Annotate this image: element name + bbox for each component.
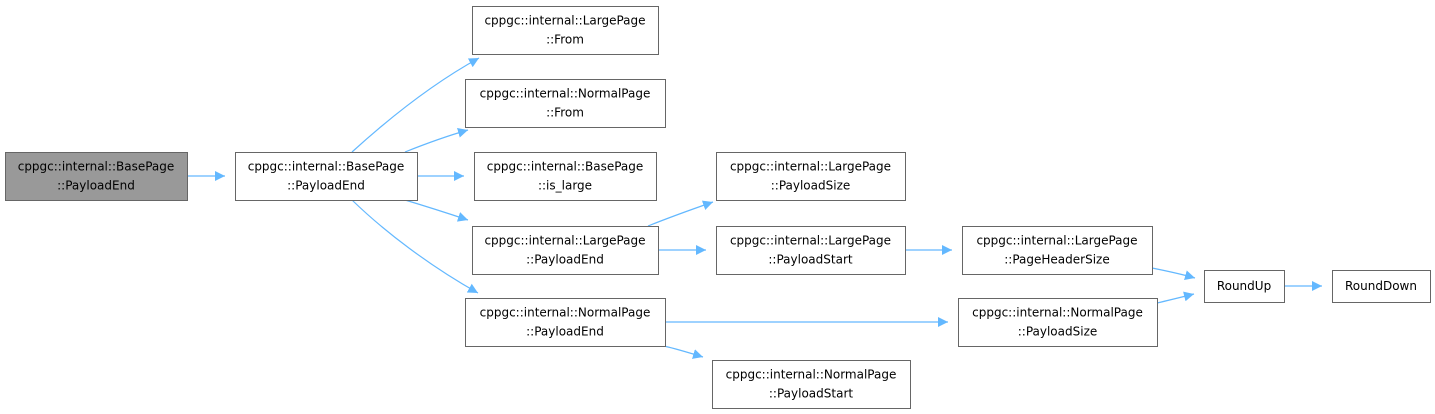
node-box	[1332, 270, 1431, 303]
node-large-pageheadersize[interactable]: cppgc::internal::LargePage::PageHeaderSi…	[962, 226, 1153, 275]
node-normal-payloadstart[interactable]: cppgc::internal::NormalPage::PayloadStar…	[712, 360, 911, 409]
node-label-line: cppgc::internal::BasePage	[18, 160, 175, 174]
node-box	[474, 152, 657, 201]
node-box	[962, 226, 1153, 275]
node-label-line: ::PayloadEnd	[57, 179, 135, 193]
node-label-line: cppgc::internal::LargePage	[484, 234, 645, 248]
node-normal-payloadend[interactable]: cppgc::internal::NormalPage::PayloadEnd	[465, 298, 666, 347]
node-label-line: ::PayloadStart	[769, 387, 853, 401]
node-label-line: ::is_large	[538, 179, 592, 193]
edge-base_payloadend-to-large_payloadend	[404, 199, 469, 222]
node-large-payloadend[interactable]: cppgc::internal::LargePage::PayloadEnd	[472, 226, 659, 275]
node-roundup[interactable]: RoundUp	[1204, 270, 1285, 303]
node-label-line: ::PayloadEnd	[526, 325, 604, 339]
node-base-is-large[interactable]: cppgc::internal::BasePage::is_large	[474, 152, 657, 201]
node-base-payloadend[interactable]: cppgc::internal::BasePage::PayloadEnd	[235, 152, 418, 201]
node-large-payloadstart[interactable]: cppgc::internal::LargePage::PayloadStart	[716, 226, 906, 275]
node-box	[716, 226, 906, 275]
node-label-line: cppgc::internal::LargePage	[976, 234, 1137, 248]
edge-normal_payloadsize-to-roundup	[1156, 291, 1195, 304]
node-label-line: cppgc::internal::NormalPage	[726, 368, 897, 382]
node-label-line: ::PayloadSize	[771, 179, 851, 193]
edge-arrow	[1156, 291, 1195, 304]
node-box	[1204, 270, 1285, 303]
node-rounddown[interactable]: RoundDown	[1332, 270, 1431, 303]
node-label-line: cppgc::internal::NormalPage	[480, 306, 651, 320]
node-base-payloadend-root: cppgc::internal::BasePage::PayloadEnd	[5, 152, 188, 201]
edge-base_payloadend-to-normal_payloadend	[351, 199, 479, 294]
edge-normal_payloadend-to-normal_payloadstart	[663, 345, 704, 359]
node-box	[712, 360, 911, 409]
node-large-payloadsize[interactable]: cppgc::internal::LargePage::PayloadSize	[716, 152, 906, 201]
edge-arrow	[351, 199, 479, 294]
node-label-line: cppgc::internal::BasePage	[487, 160, 644, 174]
node-label-line: RoundUp	[1217, 279, 1271, 293]
node-large-from[interactable]: cppgc::internal::LargePage::From	[472, 6, 659, 55]
node-label-line: RoundDown	[1345, 279, 1417, 293]
node-box	[5, 152, 188, 201]
node-label-line: ::PayloadEnd	[287, 179, 365, 193]
node-box	[472, 6, 659, 55]
node-label-line: ::From	[546, 106, 584, 120]
edge-arrow	[1151, 267, 1196, 281]
node-label-line: cppgc::internal::LargePage	[484, 14, 645, 28]
node-label-line: ::PageHeaderSize	[1004, 253, 1109, 267]
edge-base_payloadend-to-normal_from	[404, 127, 469, 153]
node-normal-from[interactable]: cppgc::internal::NormalPage::From	[465, 79, 666, 128]
node-label-line: cppgc::internal::LargePage	[730, 160, 891, 174]
node-box	[472, 226, 659, 275]
edge-arrow	[404, 199, 469, 222]
edge-large_pageheadersize-to-roundup	[1151, 267, 1196, 281]
edges-layer	[188, 57, 1322, 359]
node-label-line: ::From	[546, 33, 584, 47]
node-label-line: cppgc::internal::LargePage	[730, 234, 891, 248]
edge-arrow	[647, 200, 714, 227]
edge-base_payloadend-to-large_from	[351, 57, 480, 153]
node-label-line: ::PayloadEnd	[526, 253, 604, 267]
node-label-line: cppgc::internal::BasePage	[248, 160, 405, 174]
node-box	[465, 79, 666, 128]
node-label-line: cppgc::internal::NormalPage	[480, 87, 651, 101]
node-normal-payloadsize[interactable]: cppgc::internal::NormalPage::PayloadSize	[958, 298, 1158, 347]
edge-large_payloadend-to-large_payloadsize	[647, 200, 714, 227]
node-box	[716, 152, 906, 201]
node-label-line: ::PayloadSize	[1018, 325, 1098, 339]
node-label-line: ::PayloadStart	[768, 253, 852, 267]
edge-arrow	[351, 57, 480, 153]
node-box	[235, 152, 418, 201]
node-label-line: cppgc::internal::NormalPage	[972, 306, 1143, 320]
node-box	[958, 298, 1158, 347]
node-box	[465, 298, 666, 347]
edge-arrow	[663, 345, 704, 359]
nodes-layer: cppgc::internal::BasePage::PayloadEndcpp…	[5, 6, 1431, 409]
edge-arrow	[404, 127, 469, 153]
